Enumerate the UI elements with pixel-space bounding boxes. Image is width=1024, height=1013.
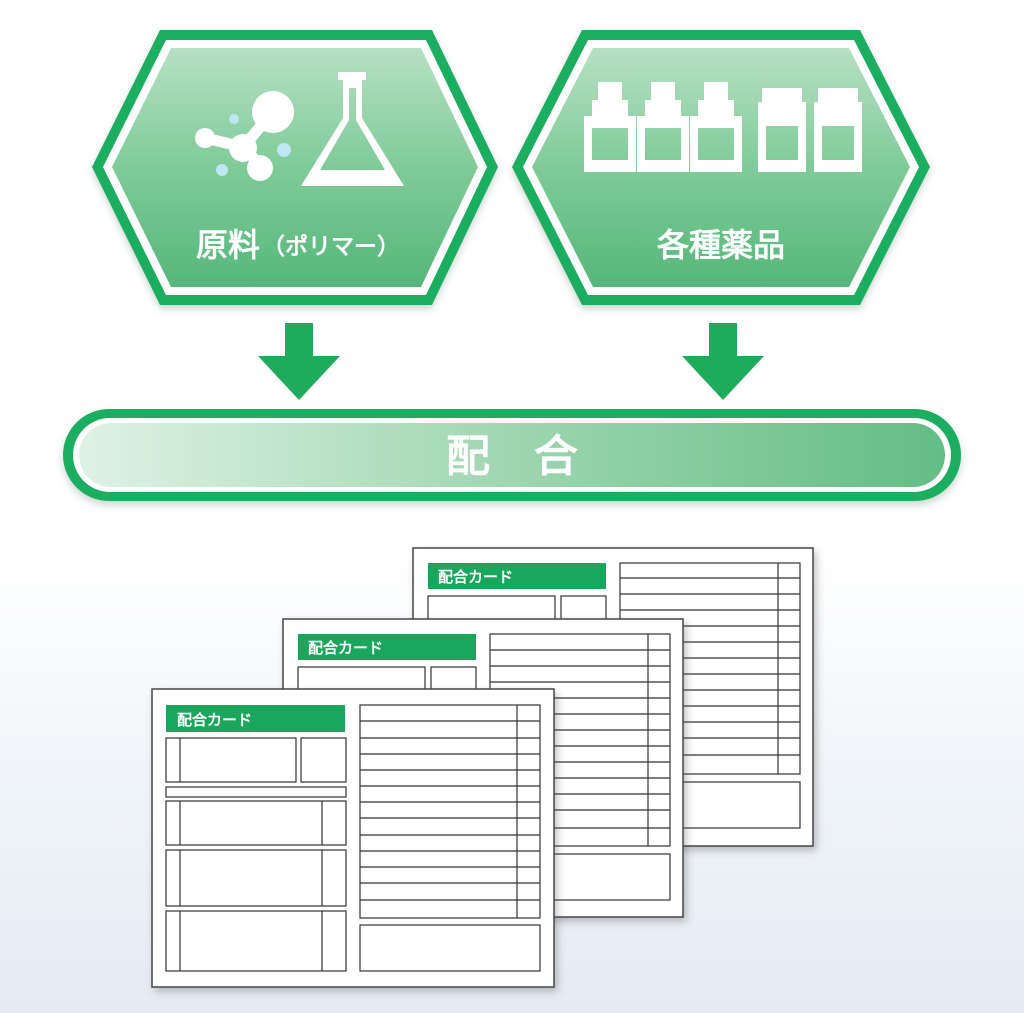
formula-card (151, 688, 555, 988)
flask-icon (301, 72, 404, 186)
card-title: 配合カード (177, 711, 252, 729)
process-bar (63, 409, 961, 501)
arrow-down-icon (258, 323, 340, 400)
card-title: 配合カード (308, 639, 383, 657)
raw-material-sublabel: （ポリマー） (262, 233, 400, 260)
process-label: 配 合 (446, 431, 578, 482)
arrow-down-icon (682, 323, 764, 400)
input-node-raw-material (92, 30, 498, 305)
molecule-icon (195, 91, 294, 181)
raw-material-label: 原料 (196, 226, 260, 264)
card-title: 配合カード (438, 568, 513, 586)
chemicals-label: 各種薬品 (657, 226, 785, 264)
bottles-icon (584, 82, 862, 172)
